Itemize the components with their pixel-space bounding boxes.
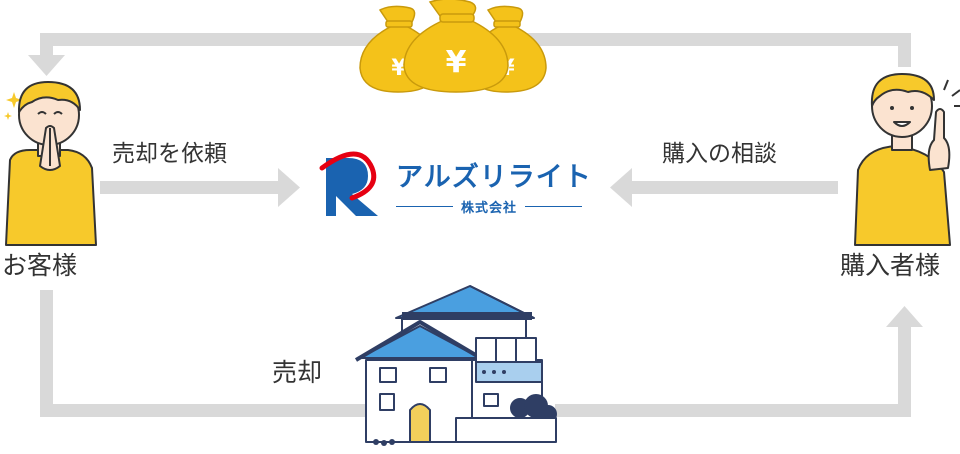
yen-icon: ¥	[391, 56, 407, 81]
company-type-line: 株式会社	[396, 197, 583, 216]
customer-label: お客様	[2, 251, 78, 280]
arrows	[28, 33, 923, 417]
customer-person-icon	[4, 81, 97, 246]
yen-icon: ¥	[446, 45, 467, 80]
company-name: アルズリライト	[396, 162, 592, 193]
house-icon	[354, 285, 557, 446]
money-bag-icon: ¥	[403, 0, 509, 93]
company-type: 株式会社	[461, 200, 518, 216]
divider	[525, 205, 583, 207]
divider	[396, 205, 453, 207]
purchase-consult-arrow	[610, 168, 838, 207]
sale-label: 売却	[272, 358, 323, 387]
buyer-person-icon	[854, 73, 960, 246]
sale-request-label: 売却を依頼	[112, 141, 227, 167]
sale-flow-arrow	[40, 290, 923, 417]
company-logo-icon	[319, 151, 378, 216]
sale-request-arrow	[100, 168, 300, 207]
money-bags-icon: ¥ ¥ ¥	[359, 0, 547, 93]
purchase-consult-label: 購入の相談	[662, 141, 777, 167]
buyer-label: 購入者様	[840, 251, 941, 280]
